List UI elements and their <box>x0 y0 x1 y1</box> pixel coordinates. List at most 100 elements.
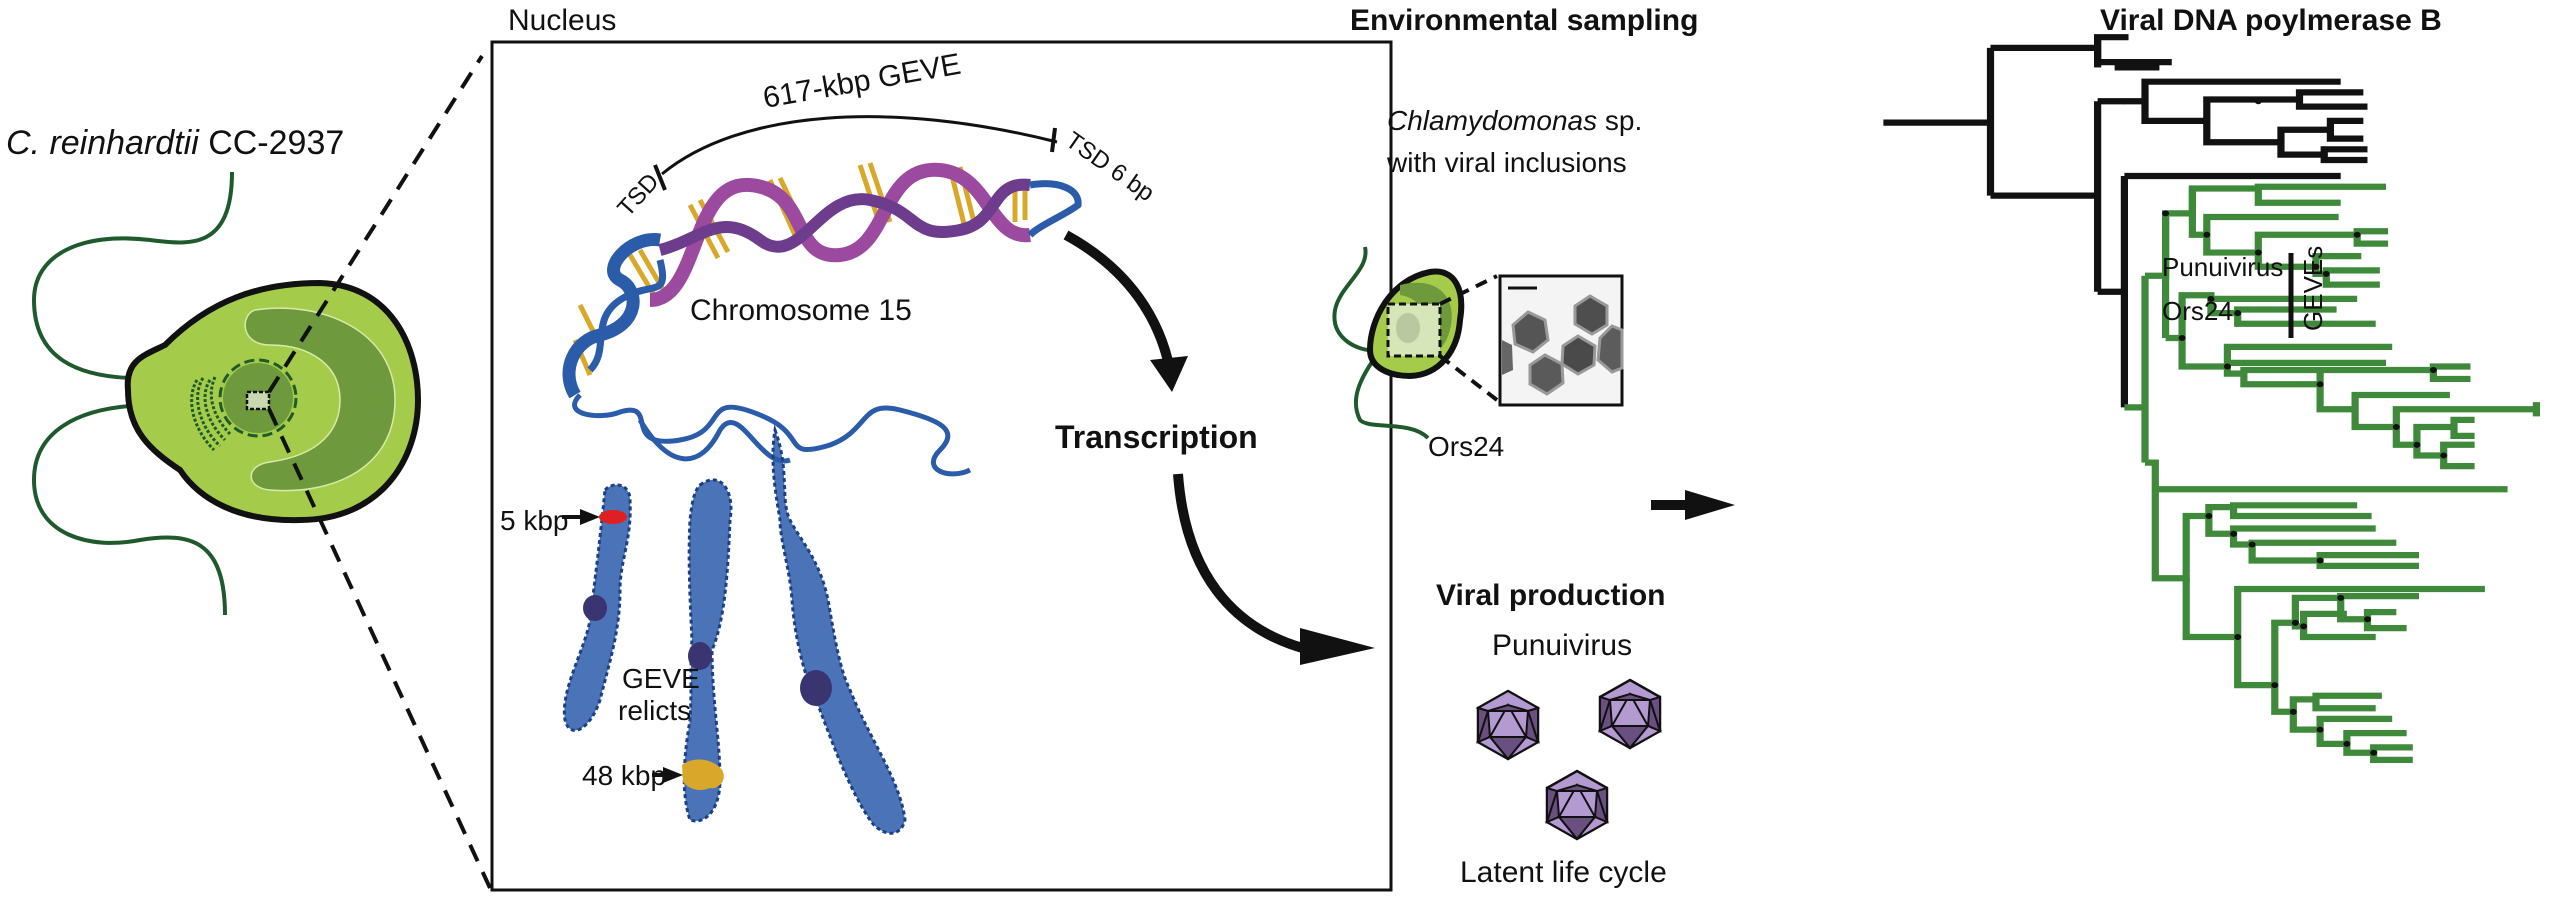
zoom-line-top <box>267 54 484 394</box>
tree-node-dot <box>2036 192 2044 199</box>
nucleus-title: Nucleus <box>508 4 616 37</box>
tree-node-dot <box>2291 619 2299 626</box>
geve-span-tick-right <box>1050 127 1057 153</box>
nuclear-envelope <box>218 358 298 438</box>
ors24-zoom-line-bottom <box>1438 354 1499 402</box>
tree-node-dot <box>2295 96 2304 103</box>
tip-label-punuivirus: Punuivirus <box>2162 252 2283 282</box>
ors24-zoom-line-top <box>1439 274 1498 306</box>
transcription-arrows: Transcription <box>1055 230 1375 665</box>
virion-em-4 <box>1560 334 1597 376</box>
arrow-5kbp <box>562 509 600 525</box>
chromosome-middle <box>682 478 733 823</box>
environmental-subtitle-line2: with viral inclusions <box>1386 147 1627 178</box>
phylogenetic-tree-panel: Viral DNA poylmerase B Punui <box>1883 4 2541 763</box>
tree-node-dot <box>2316 381 2324 388</box>
tsd-left-label: TSD <box>612 168 664 222</box>
arrow-right-head <box>1300 628 1375 665</box>
geve-span-tick-left <box>653 164 667 191</box>
arrow-to-tree <box>1651 490 1735 520</box>
tree-node-dot <box>2230 530 2238 537</box>
tree-node-dot <box>2316 726 2324 733</box>
virion-icon <box>1475 689 1541 761</box>
tree-node-dot <box>2203 117 2211 124</box>
environmental-title: Environmental sampling <box>1350 4 1698 37</box>
tree-node-dot <box>2234 310 2242 317</box>
relicts-label-line1: GEVE <box>622 663 700 694</box>
tree-node-dot <box>2120 98 2128 105</box>
tree-node-dot <box>2363 616 2371 623</box>
virion-icon <box>1544 769 1610 841</box>
tree-title: Viral DNA poylmerase B <box>2100 4 2442 37</box>
zoom-region-box <box>245 390 271 411</box>
arrow-right-curve <box>1173 473 1312 655</box>
chromosome-15-label: Chromosome 15 <box>690 294 912 327</box>
tip-label-ors24: Ors24 <box>2162 296 2233 326</box>
chloroplast <box>244 307 396 492</box>
tree-node-dot <box>2320 151 2328 158</box>
tree-node-dot <box>2207 295 2215 302</box>
ors24-flagellum-upper <box>1332 246 1371 352</box>
nucleus-frame <box>490 40 1393 892</box>
ors24-label: Ors24 <box>1428 431 1504 462</box>
geves-clade-label: GEVEs <box>2298 246 2328 331</box>
centromere-right <box>800 670 832 706</box>
virion-em-1 <box>1511 310 1550 354</box>
tree-node-dot <box>2162 210 2170 217</box>
tree-node-dot <box>2178 334 2186 342</box>
virion-icon <box>1597 678 1663 750</box>
tree-node-dot <box>2370 749 2378 756</box>
tree-node-dot <box>2277 139 2285 146</box>
chromosome-left <box>562 483 632 732</box>
tree-node-dot <box>2322 270 2330 277</box>
er-stacks <box>190 376 232 452</box>
latent-life-cycle-label: Latent life cycle <box>1460 856 1667 889</box>
tree-node-dot <box>2413 441 2421 448</box>
tree-node-dot <box>2392 423 2400 431</box>
tree-node-dot <box>2440 452 2448 459</box>
virion-em-2 <box>1573 294 1609 336</box>
tree-node-dot <box>2337 594 2345 601</box>
organism-label: C. reinhardtii CC-2937 <box>6 124 344 162</box>
tree-node-dot <box>2343 740 2351 747</box>
centromere-middle <box>688 642 712 670</box>
tree-node-dot <box>2223 363 2231 370</box>
tree-node-dot <box>2203 231 2211 238</box>
relict-5kbp-marker <box>599 510 627 524</box>
tree-node-dot <box>2320 146 2328 153</box>
ors24-flagellum-lower <box>1354 360 1430 440</box>
em-micrograph-inset <box>1498 274 1624 407</box>
tree-node-markers <box>2036 96 2448 756</box>
geve-span-bracket <box>661 115 1058 176</box>
virion-em-3 <box>1528 353 1565 396</box>
tree-node-dot <box>2254 249 2262 256</box>
tree-outgroup-branches <box>1883 34 2368 408</box>
punuivirus-label: Punuivirus <box>1492 629 1632 662</box>
chromosome-right <box>771 424 907 835</box>
viral-production-panel: Viral production Punuivirus <box>1436 579 1667 889</box>
dna-double-helix <box>562 162 1082 477</box>
relict-5kbp-label: 5 kbp <box>500 505 569 536</box>
environmental-sampling-panel: Environmental sampling Chlamydomonas sp.… <box>1332 4 1698 462</box>
geve-size-label: 617-kbp GEVE <box>760 48 963 115</box>
tree-node-dot <box>2254 98 2262 105</box>
virion-em-5 <box>1596 324 1624 374</box>
arrow-down-curve <box>1063 230 1175 371</box>
tree-node-dot <box>2353 231 2361 238</box>
tree-node-dot <box>2205 512 2213 520</box>
tree-node-dot <box>2300 623 2308 630</box>
tree-node-dot <box>2312 263 2320 270</box>
tree-node-dot <box>2316 557 2324 564</box>
arrow-48kbp <box>652 767 683 783</box>
environmental-subtitle-line1: Chlamydomonas sp. <box>1387 105 1642 136</box>
cell-illustration: C. reinhardtii CC-2937 <box>6 124 422 616</box>
arrow-down-head <box>1150 356 1188 392</box>
flagellum-upper <box>31 171 234 380</box>
centromere-left <box>583 595 607 621</box>
virion-em-6 <box>1502 340 1513 375</box>
ors24-nucleus <box>1396 313 1420 343</box>
relict-48kbp-marker <box>682 759 724 790</box>
tree-node-dot <box>2429 367 2437 374</box>
viral-production-title: Viral production <box>1436 579 1665 612</box>
